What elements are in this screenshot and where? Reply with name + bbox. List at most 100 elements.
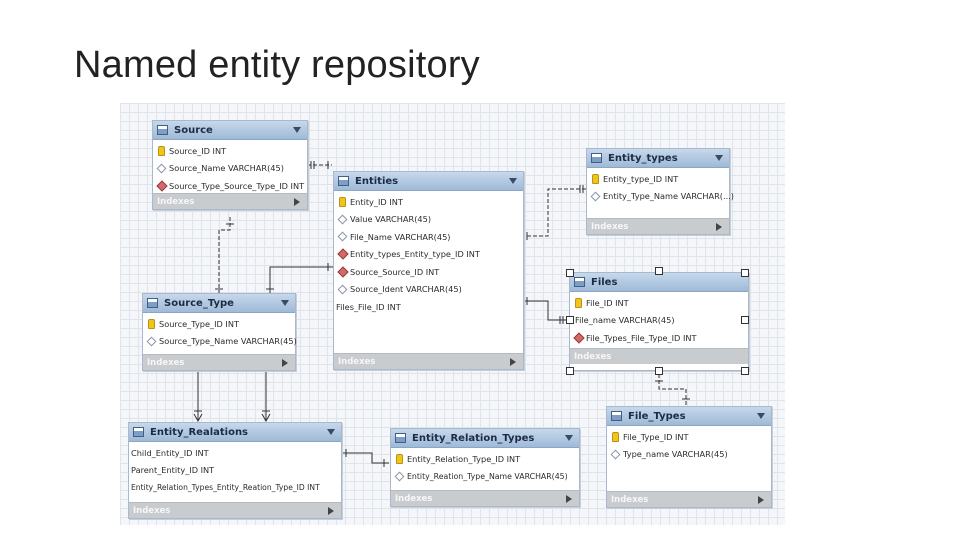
- indexes-bar[interactable]: Indexes: [334, 353, 523, 369]
- column-row[interactable]: Child_Entity_ID INT: [129, 444, 341, 462]
- table-header[interactable]: Entities: [334, 172, 523, 191]
- collapse-caret-icon[interactable]: [715, 155, 723, 161]
- table-source[interactable]: Source Source_ID INT Source_Name VARCHAR…: [152, 120, 308, 210]
- column-row[interactable]: Source_Source_ID INT: [334, 263, 523, 281]
- column-icon: [610, 449, 621, 460]
- table-header[interactable]: Source: [153, 121, 307, 140]
- connector-source-entities-bars: [310, 161, 329, 169]
- column-row[interactable]: Source_ID INT: [153, 142, 307, 160]
- table-name: Source: [174, 124, 213, 136]
- column-row[interactable]: Entity_ID INT: [334, 193, 523, 211]
- table-header[interactable]: Entity_Realations: [129, 423, 341, 442]
- column-row[interactable]: Source_Type_ID INT: [143, 315, 295, 333]
- expand-arrow-icon[interactable]: [758, 496, 764, 504]
- table-entity-relation-types[interactable]: Entity_Relation_Types Entity_Relation_Ty…: [390, 428, 580, 507]
- column-icon: [394, 471, 405, 482]
- column-row[interactable]: Entity_type_ID INT: [587, 170, 729, 188]
- table-file-types[interactable]: File_Types File_Type_ID INT Type_name VA…: [606, 406, 772, 508]
- column-row[interactable]: Source_Type_Name VARCHAR(45): [143, 333, 297, 351]
- column-row[interactable]: Entity_Relation_Types_Entity_Reation_Typ…: [129, 479, 341, 497]
- indexes-bar[interactable]: Indexes: [570, 348, 748, 364]
- table-entity-types[interactable]: Entity_types Entity_type_ID INT Entity_T…: [586, 148, 734, 235]
- indexes-bar[interactable]: Indexes: [153, 193, 307, 209]
- primary-key-icon: [147, 318, 156, 329]
- indexes-bar[interactable]: Indexes: [129, 502, 341, 518]
- resize-handle[interactable]: [655, 367, 663, 375]
- column-row[interactable]: Type_name VARCHAR(45): [607, 446, 771, 464]
- resize-handle[interactable]: [741, 367, 749, 375]
- expand-arrow-icon[interactable]: [716, 223, 722, 231]
- column-row[interactable]: Parent_Entity_ID INT: [129, 462, 341, 480]
- table-icon: [157, 125, 168, 135]
- table-header[interactable]: Files: [570, 273, 748, 292]
- collapse-caret-icon[interactable]: [293, 127, 301, 133]
- table-header[interactable]: Entity_types: [587, 149, 729, 168]
- column-row[interactable]: Source_Type_Source_Type_ID INT: [153, 177, 307, 195]
- resize-handle[interactable]: [741, 316, 749, 324]
- column-row[interactable]: Files_File_ID INT: [334, 298, 523, 316]
- column-row[interactable]: Value VARCHAR(45): [334, 211, 523, 229]
- column-row[interactable]: File_Name VARCHAR(45): [334, 228, 523, 246]
- column-row[interactable]: Entity_types_Entity_type_ID INT: [334, 246, 523, 264]
- expand-arrow-icon[interactable]: [328, 507, 334, 515]
- expand-arrow-icon[interactable]: [510, 358, 516, 366]
- column-row[interactable]: Entity_Reation_Type_Name VARCHAR(45): [391, 468, 579, 486]
- indexes-label: Indexes: [574, 351, 612, 362]
- column-row[interactable]: File_name VARCHAR(45): [570, 312, 748, 330]
- table-icon: [574, 277, 585, 287]
- expand-arrow-icon[interactable]: [566, 495, 572, 503]
- connector-sourcetype-source: [218, 217, 231, 293]
- resize-handle[interactable]: [741, 269, 749, 277]
- column-row[interactable]: Source_Name VARCHAR(45): [153, 160, 307, 178]
- column-row[interactable]: File_Type_ID INT: [607, 428, 771, 446]
- table-entity-realations[interactable]: Entity_Realations Child_Entity_ID INT Pa…: [128, 422, 342, 519]
- table-header[interactable]: File_Types: [607, 407, 771, 426]
- column-label: Source_Ident VARCHAR(45): [350, 284, 462, 295]
- table-header[interactable]: Source_Type: [143, 294, 295, 313]
- resize-handle[interactable]: [655, 267, 663, 275]
- table-name: File_Types: [628, 410, 686, 422]
- table-icon: [591, 153, 602, 163]
- column-label: Files_File_ID INT: [336, 301, 401, 312]
- indexes-bar[interactable]: Indexes: [607, 491, 771, 507]
- column-label: File_ID INT: [586, 297, 629, 308]
- primary-key-icon: [591, 173, 600, 184]
- connector-entitytypes-entities: [522, 188, 586, 237]
- indexes-bar[interactable]: Indexes: [143, 354, 295, 370]
- resize-handle[interactable]: [566, 367, 574, 375]
- table-icon: [133, 427, 144, 437]
- column-label: Entity_Reation_Type_Name VARCHAR(45): [407, 471, 568, 481]
- indexes-label: Indexes: [157, 196, 195, 207]
- collapse-caret-icon[interactable]: [327, 429, 335, 435]
- indexes-label: Indexes: [395, 493, 433, 504]
- column-row[interactable]: Source_Ident VARCHAR(45): [334, 281, 523, 299]
- table-files[interactable]: Files File_ID INT File_name VARCHAR(45) …: [569, 272, 749, 371]
- column-icon: [337, 231, 348, 242]
- expand-arrow-icon[interactable]: [294, 198, 300, 206]
- table-name: Entity_Relation_Types: [412, 432, 535, 444]
- collapse-caret-icon[interactable]: [509, 178, 517, 184]
- foreign-key-icon: [572, 332, 585, 344]
- primary-key-icon: [338, 196, 347, 207]
- collapse-caret-icon[interactable]: [281, 300, 289, 306]
- connector-files-entities-bars: [526, 297, 564, 324]
- collapse-caret-icon[interactable]: [757, 413, 765, 419]
- collapse-caret-icon[interactable]: [565, 435, 573, 441]
- table-source-type[interactable]: Source_Type Source_Type_ID INT Source_Ty…: [142, 293, 297, 371]
- table-entities[interactable]: Entities Entity_ID INT Value VARCHAR(45)…: [333, 171, 524, 370]
- column-row[interactable]: Entity_Relation_Type_ID INT: [391, 450, 579, 468]
- er-diagram-canvas[interactable]: Source Source_ID INT Source_Name VARCHAR…: [120, 103, 785, 525]
- indexes-bar[interactable]: Indexes: [587, 218, 729, 234]
- column-icon: [590, 191, 601, 202]
- resize-handle[interactable]: [566, 269, 574, 277]
- column-row[interactable]: File_ID INT: [570, 294, 748, 312]
- column-row[interactable]: File_Types_File_Type_ID INT: [570, 329, 748, 347]
- column-row[interactable]: Entity_Type_Name VARCHAR(...): [587, 188, 734, 206]
- table-header[interactable]: Entity_Relation_Types: [391, 429, 579, 448]
- resize-handle[interactable]: [566, 316, 574, 324]
- connector-entitytypes-entities-bars: [526, 185, 584, 240]
- table-name: Files: [591, 276, 618, 288]
- expand-arrow-icon[interactable]: [282, 359, 288, 367]
- connector-relationtypes-realations: [340, 452, 389, 464]
- indexes-bar[interactable]: Indexes: [391, 490, 579, 506]
